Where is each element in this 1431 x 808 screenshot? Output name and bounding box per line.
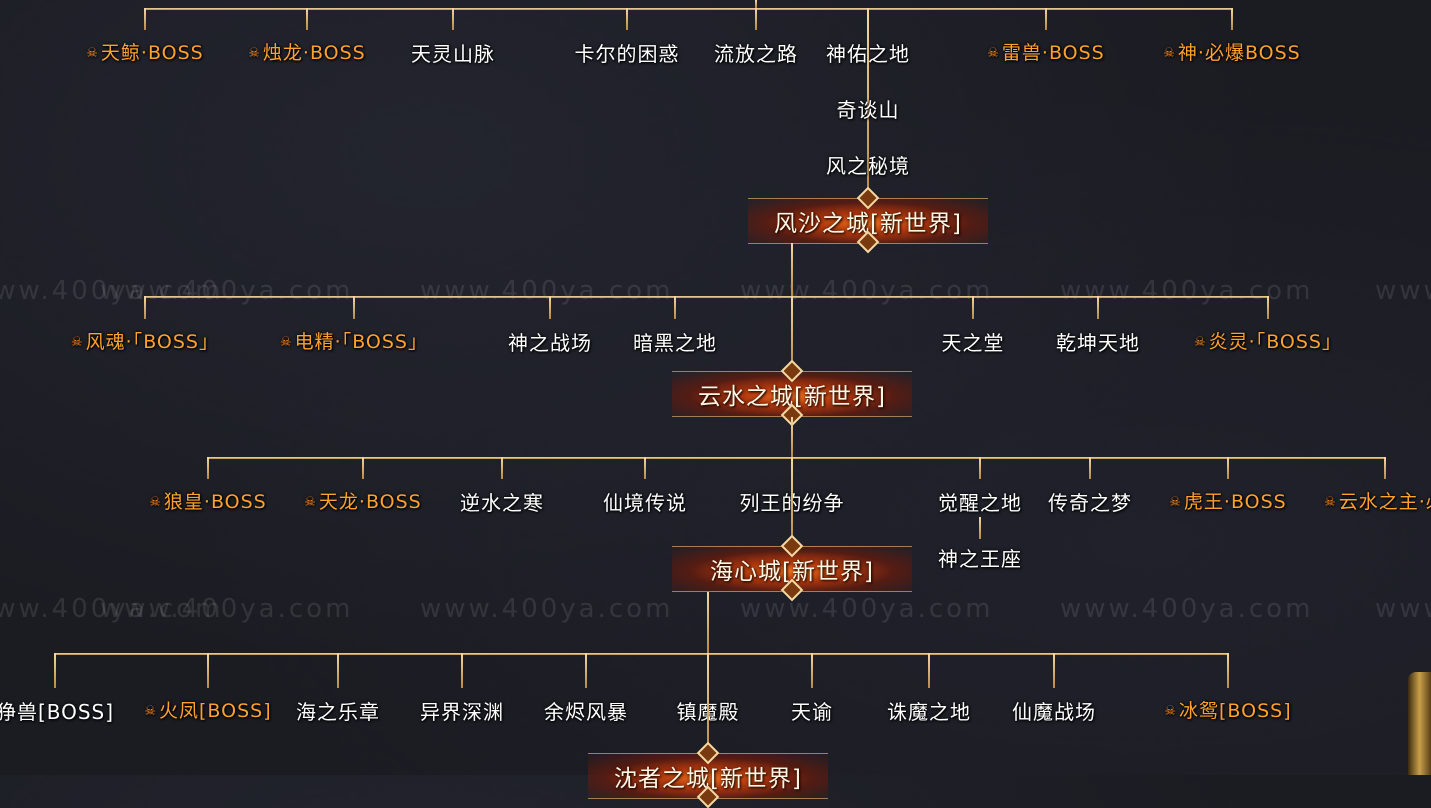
boss-map-node[interactable]: 冰鸳[BOSS] bbox=[1164, 696, 1291, 723]
map-node[interactable]: 天灵山脉 bbox=[411, 42, 495, 66]
connector-drop bbox=[207, 457, 209, 479]
connector-drop bbox=[337, 653, 339, 688]
connector-bar bbox=[208, 457, 1385, 459]
connector-drop bbox=[811, 653, 813, 688]
connector-drop bbox=[1045, 8, 1047, 30]
map-node[interactable]: 流放之路 bbox=[714, 42, 798, 66]
connector-drop bbox=[1384, 457, 1386, 479]
map-node[interactable]: 天谕 bbox=[791, 700, 833, 724]
connector-drop bbox=[585, 653, 587, 688]
map-node[interactable]: 传奇之梦 bbox=[1048, 491, 1132, 515]
map-node[interactable]: 余烬风暴 bbox=[544, 700, 628, 724]
watermark: www.400ya.com bbox=[1375, 276, 1431, 306]
watermark: www.400ya.com bbox=[100, 594, 354, 624]
boss-map-node[interactable]: 烛龙·BOSS bbox=[248, 38, 365, 65]
map-node[interactable]: 诛魔之地 bbox=[887, 700, 971, 724]
connector-drop bbox=[1053, 653, 1055, 688]
connector-drop bbox=[1231, 8, 1233, 30]
connector-drop bbox=[461, 653, 463, 688]
connector-drop bbox=[452, 8, 454, 30]
connector-drop bbox=[1097, 296, 1099, 319]
connector-drop bbox=[501, 457, 503, 479]
connector-drop bbox=[979, 517, 981, 539]
boss-map-node[interactable]: 火凤[BOSS] bbox=[144, 696, 271, 723]
boss-map-node[interactable]: 电精·「BOSS」 bbox=[280, 327, 428, 354]
connector-drop bbox=[626, 8, 628, 30]
connector-bar bbox=[146, 8, 1232, 10]
watermark: www.400ya.com bbox=[740, 276, 994, 306]
connector-trunk bbox=[867, 8, 869, 198]
map-node[interactable]: 仙魔战场 bbox=[1012, 700, 1096, 724]
watermark: www.400ya.com bbox=[1375, 594, 1431, 624]
boss-map-node[interactable]: 云水之主·必 bbox=[1324, 487, 1431, 514]
map-node[interactable]: 神之王座 bbox=[938, 547, 1022, 571]
connector-bar bbox=[55, 653, 1228, 655]
boss-map-node[interactable]: 天鲸·BOSS bbox=[86, 38, 203, 65]
connector-trunk bbox=[755, 0, 757, 8]
connector-drop bbox=[674, 296, 676, 319]
connector-trunk bbox=[791, 417, 793, 457]
connector-drop bbox=[972, 296, 974, 319]
map-node[interactable]: 逆水之寒 bbox=[460, 491, 544, 515]
connector-drop bbox=[54, 653, 56, 688]
connector-bar bbox=[146, 296, 1268, 298]
connector-drop bbox=[1227, 653, 1229, 688]
connector-drop bbox=[644, 457, 646, 479]
connector-trunk bbox=[791, 243, 793, 296]
boss-map-node[interactable]: 雷兽·BOSS bbox=[987, 38, 1104, 65]
boss-map-node[interactable]: 天龙·BOSS bbox=[304, 487, 421, 514]
map-node[interactable]: 仙境传说 bbox=[603, 491, 687, 515]
watermark: www.400ya.com bbox=[100, 276, 354, 306]
connector-drop bbox=[1267, 296, 1269, 319]
world-map-tree: www.400ya.com www.400ya.com www.400ya.co… bbox=[0, 0, 1431, 775]
map-node[interactable]: 觉醒之地 bbox=[938, 491, 1022, 515]
connector-drop bbox=[1227, 457, 1229, 479]
connector-drop bbox=[306, 8, 308, 30]
connector-drop bbox=[362, 457, 364, 479]
connector-drop bbox=[928, 653, 930, 688]
connector-drop bbox=[144, 296, 146, 319]
map-node[interactable]: 异界深渊 bbox=[420, 700, 504, 724]
map-node[interactable]: 天之堂 bbox=[941, 331, 1005, 355]
boss-map-node[interactable]: 炎灵·「BOSS」 bbox=[1194, 327, 1342, 354]
watermark: www.400ya.com bbox=[0, 594, 224, 624]
map-node[interactable]: 海之乐章 bbox=[296, 700, 380, 724]
boss-map-node[interactable]: 神·必爆BOSS bbox=[1163, 38, 1300, 65]
map-node[interactable]: 乾坤天地 bbox=[1056, 331, 1140, 355]
map-node[interactable]: 狰兽[BOSS] bbox=[0, 700, 115, 724]
watermark: www.400ya.com bbox=[420, 276, 674, 306]
map-node[interactable]: 卡尔的困惑 bbox=[574, 42, 680, 66]
connector-drop bbox=[979, 457, 981, 479]
watermark: www.400ya.com bbox=[0, 276, 224, 306]
boss-map-node[interactable]: 风魂·「BOSS」 bbox=[71, 327, 219, 354]
character-figure bbox=[1408, 672, 1431, 775]
connector-drop bbox=[353, 296, 355, 319]
watermark: www.400ya.com bbox=[1060, 594, 1314, 624]
watermark: www.400ya.com bbox=[740, 594, 994, 624]
map-node[interactable]: 暗黑之地 bbox=[633, 331, 717, 355]
map-node[interactable]: 神之战场 bbox=[508, 331, 592, 355]
connector-drop bbox=[755, 8, 757, 30]
watermark: www.400ya.com bbox=[420, 594, 674, 624]
connector-trunk bbox=[791, 457, 793, 546]
connector-drop bbox=[549, 296, 551, 319]
boss-map-node[interactable]: 狼皇·BOSS bbox=[149, 487, 266, 514]
connector-trunk bbox=[707, 653, 709, 753]
connector-drop bbox=[144, 8, 146, 30]
boss-map-node[interactable]: 虎王·BOSS bbox=[1169, 487, 1286, 514]
connector-trunk bbox=[707, 592, 709, 653]
connector-trunk bbox=[791, 296, 793, 371]
connector-drop bbox=[1089, 457, 1091, 479]
map-node[interactable]: 风之秘境 bbox=[826, 154, 910, 178]
map-node[interactable]: 奇谈山 bbox=[836, 98, 900, 122]
connector-drop bbox=[207, 653, 209, 688]
